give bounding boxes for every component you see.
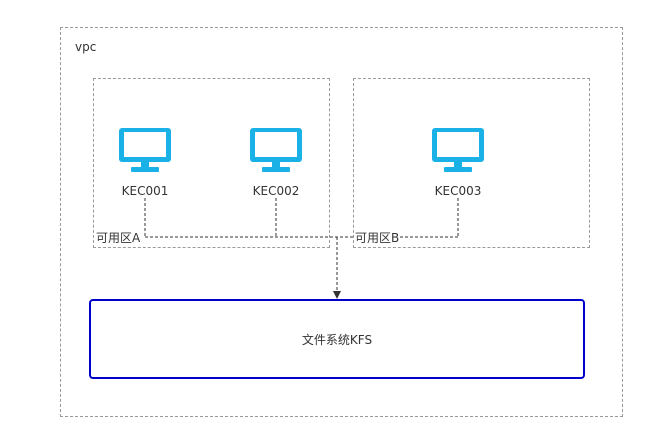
zone-a-label: 可用区A: [96, 231, 142, 245]
zone-b-label: 可用区B: [355, 231, 401, 245]
connector-arrowhead: [333, 291, 341, 299]
instance-label-kec003: KEC003: [434, 184, 482, 198]
kfs-label: 文件系统KFS: [301, 332, 373, 347]
monitor-icon: [432, 128, 484, 172]
monitor-icon: [119, 128, 171, 172]
instance-label-kec001: KEC001: [121, 184, 169, 198]
vpc-label: vpc: [75, 40, 97, 54]
zone-a-container: [93, 78, 330, 248]
monitor-icon: [250, 128, 302, 172]
vpc-container: [60, 27, 623, 417]
instance-label-kec002: KEC002: [252, 184, 300, 198]
zone-b-container: [353, 78, 590, 248]
kfs-storage-box[interactable]: 文件系统KFS: [89, 299, 585, 379]
